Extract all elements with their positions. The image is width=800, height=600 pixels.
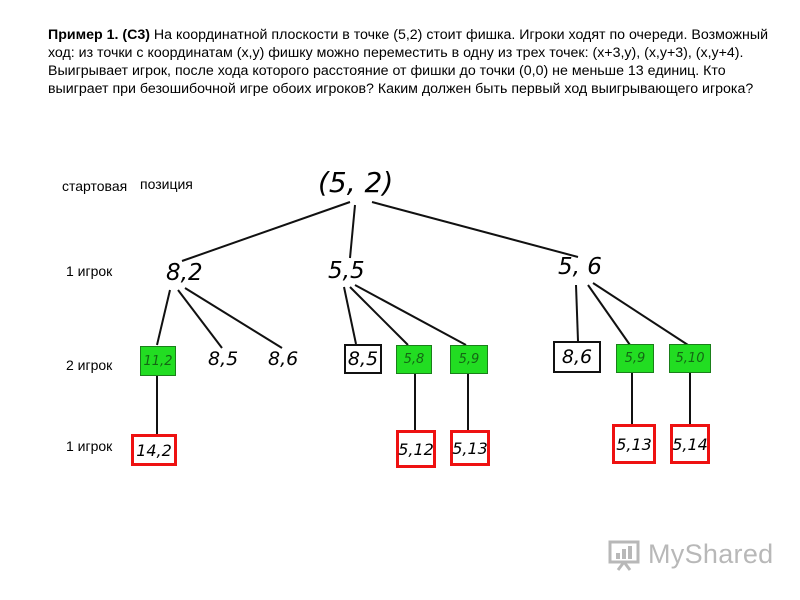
node-5-13-final: 5,13 bbox=[450, 430, 490, 466]
node-5-9b-winning: 5,9 bbox=[616, 344, 654, 373]
label-level3-player1: 1 игрок bbox=[66, 438, 113, 454]
edge-8-2-11-2 bbox=[156, 289, 171, 346]
logo-text: MyShared bbox=[648, 538, 774, 569]
node-5-10-winning: 5,10 bbox=[669, 344, 711, 373]
label-level2-player2: 2 игрок bbox=[66, 357, 113, 373]
edge-8-2-8-6 bbox=[184, 287, 283, 349]
edge-5-6-5-9 bbox=[587, 284, 631, 346]
problem-code: (C3) bbox=[122, 27, 150, 43]
node-8-5: 8,5 bbox=[208, 348, 239, 370]
node-5-12-final: 5,12 bbox=[396, 430, 436, 468]
edge-8-2-8-5 bbox=[177, 289, 223, 349]
edge-root-8-2 bbox=[181, 201, 351, 262]
problem-title: Пример 1. bbox=[48, 27, 119, 43]
edge-root-5-6 bbox=[371, 201, 579, 258]
label-start: стартовая bbox=[62, 178, 128, 194]
problem-text: На координатной плоскости в точке (5,2) … bbox=[48, 27, 769, 97]
node-5-14-final: 5,14 bbox=[670, 424, 710, 464]
node-5-13b-final: 5,13 bbox=[612, 424, 656, 464]
node-8-5-boxed: 8,5 bbox=[344, 344, 382, 374]
myshared-logo: MyShared bbox=[606, 536, 773, 572]
edge-root-5-5 bbox=[349, 204, 356, 259]
node-5-9-winning: 5,9 bbox=[450, 345, 488, 374]
edge-5-6-8-6 bbox=[575, 284, 579, 342]
node-11-2-winning: 11,2 bbox=[140, 346, 176, 376]
node-5-8-winning: 5,8 bbox=[396, 345, 432, 374]
node-5-6: 5, 6 bbox=[558, 254, 602, 280]
label-level1-player1: 1 игрок bbox=[66, 263, 113, 279]
label-start-position: позиция bbox=[140, 176, 193, 192]
node-8-6-boxed: 8,6 bbox=[553, 341, 601, 373]
edge-5-5-8-5 bbox=[343, 286, 357, 345]
root-node: (5, 2) bbox=[318, 166, 394, 199]
node-5-5: 5,5 bbox=[328, 258, 365, 284]
presentation-board-icon bbox=[608, 540, 640, 571]
node-8-6: 8,6 bbox=[268, 348, 299, 370]
node-14-2-final: 14,2 bbox=[131, 434, 177, 466]
problem-statement: Пример 1. (C3) На координатной плоскости… bbox=[48, 26, 768, 98]
edge-5-5-5-8 bbox=[349, 286, 409, 346]
node-8-2: 8,2 bbox=[166, 260, 203, 286]
edge-5-5-5-9 bbox=[354, 284, 467, 346]
edge-5-6-5-10 bbox=[592, 282, 689, 346]
